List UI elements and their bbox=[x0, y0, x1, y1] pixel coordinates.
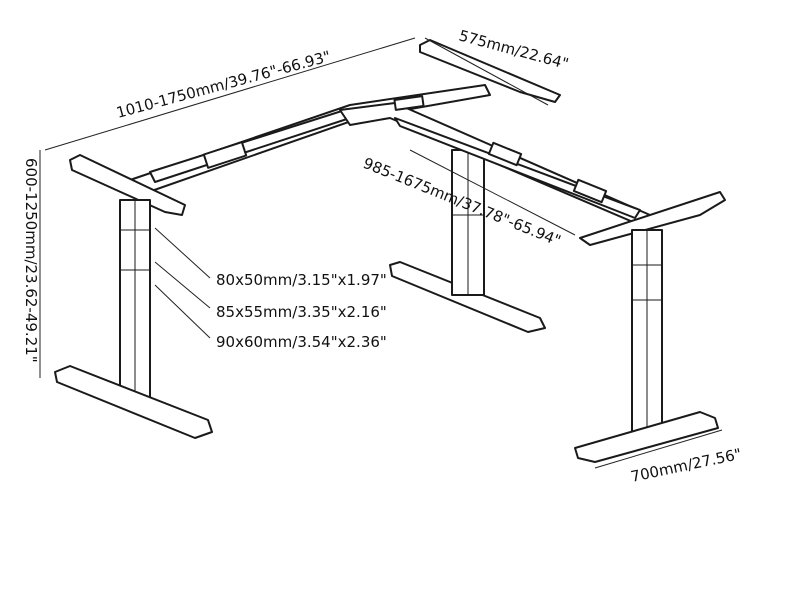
width-left-label: 1010-1750mm/39.76"-66.93" bbox=[114, 47, 332, 122]
column-section-1: 80x50mm/3.15"x1.97" bbox=[216, 271, 387, 289]
right-leg bbox=[574, 191, 726, 463]
column-section-3: 90x60mm/3.54"x2.36" bbox=[216, 333, 387, 351]
column-section-2: 85x55mm/3.35"x2.16" bbox=[216, 303, 387, 321]
foot-length-label: 700mm/27.56" bbox=[629, 445, 743, 486]
height-label: 600-1250mm/23.62-49.21" bbox=[22, 158, 40, 363]
left-leg bbox=[54, 154, 213, 439]
dimension-lines bbox=[39, 37, 723, 469]
frame-beams bbox=[129, 84, 651, 226]
back-top-bar bbox=[419, 39, 561, 103]
